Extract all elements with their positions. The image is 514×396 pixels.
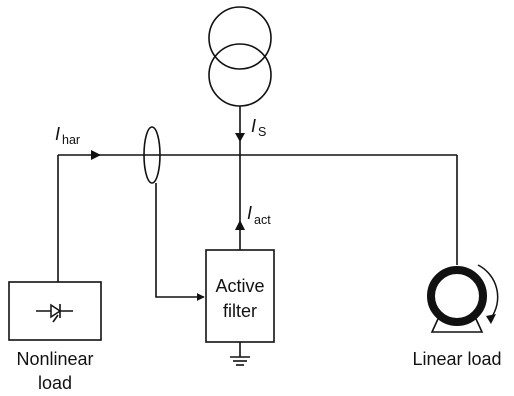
active-filter-current-arrow: [235, 220, 245, 230]
transformer-secondary-winding: [208, 43, 272, 107]
nonlinear-load-label-line-1: Nonlinear: [16, 349, 93, 369]
transformer-symbol: [208, 6, 272, 107]
active-filter-box: [205, 249, 275, 343]
linear-load-label: Linear load: [412, 349, 501, 369]
harmonic-current-arrow: [91, 150, 101, 160]
nonlinear-load-label-line-2: load: [38, 373, 72, 393]
thyristor-icon: [36, 303, 73, 323]
transformer-primary-winding: [208, 6, 272, 70]
nonlinear-load-box: [8, 281, 102, 341]
current-sensor-ellipse: [143, 126, 161, 184]
motor-icon: [427, 264, 499, 333]
active-filter-label-line-1: Active: [215, 276, 264, 296]
active-filter-label-line-2: filter: [223, 301, 257, 321]
source-current-arrow: [235, 133, 245, 142]
ground-icon: [230, 342, 250, 366]
sensor-signal-wire: [155, 183, 205, 301]
